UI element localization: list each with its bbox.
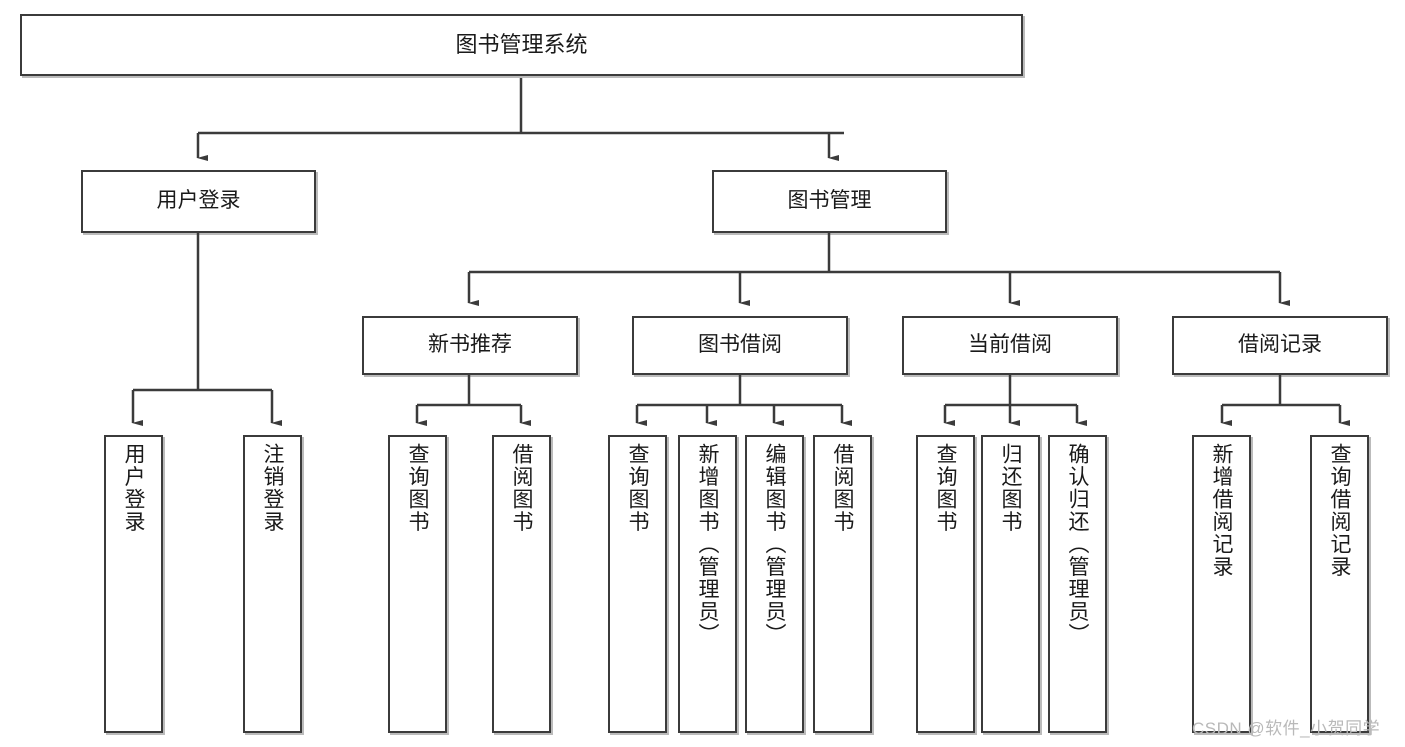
node-user-login-label: 用户登录 — [156, 189, 241, 213]
node-root[interactable]: 图书管理系统 — [20, 14, 1023, 76]
node-leaf-borrow-book-2-label: 借阅图书 — [831, 443, 854, 533]
node-borrow-record-label: 借阅记录 — [1238, 333, 1322, 357]
node-leaf-add-record[interactable]: 新增借阅记录 — [1192, 435, 1251, 733]
node-leaf-query-book-3[interactable]: 查询图书 — [916, 435, 975, 733]
node-leaf-borrow-book-2[interactable]: 借阅图书 — [813, 435, 872, 733]
node-user-login[interactable]: 用户登录 — [81, 170, 316, 233]
node-leaf-query-book-1[interactable]: 查询图书 — [388, 435, 447, 733]
node-leaf-confirm-return-label: 确认归还（管理员） — [1066, 443, 1089, 646]
node-leaf-return-book[interactable]: 归还图书 — [981, 435, 1040, 733]
node-leaf-user-login-label: 用户登录 — [122, 443, 145, 533]
node-book-borrow-label: 图书借阅 — [698, 333, 782, 357]
node-borrow-record[interactable]: 借阅记录 — [1172, 316, 1388, 375]
node-new-book-recommend-label: 新书推荐 — [428, 333, 512, 357]
node-current-borrow[interactable]: 当前借阅 — [902, 316, 1118, 375]
node-leaf-confirm-return[interactable]: 确认归还（管理员） — [1048, 435, 1107, 733]
node-leaf-logout-label: 注销登录 — [261, 443, 284, 533]
node-book-borrow[interactable]: 图书借阅 — [632, 316, 848, 375]
node-leaf-edit-book[interactable]: 编辑图书（管理员） — [745, 435, 804, 733]
csdn-watermark: CSDN @软件_小贺同学 — [1192, 719, 1381, 738]
node-new-book-recommend[interactable]: 新书推荐 — [362, 316, 578, 375]
node-leaf-return-book-label: 归还图书 — [999, 443, 1022, 533]
node-leaf-query-book-3-label: 查询图书 — [934, 443, 957, 533]
node-current-borrow-label: 当前借阅 — [968, 333, 1052, 357]
node-leaf-query-book-2[interactable]: 查询图书 — [608, 435, 667, 733]
node-book-manage[interactable]: 图书管理 — [712, 170, 947, 233]
node-book-manage-label: 图书管理 — [787, 189, 872, 213]
node-leaf-borrow-book-1[interactable]: 借阅图书 — [492, 435, 551, 733]
node-leaf-borrow-book-1-label: 借阅图书 — [510, 443, 533, 533]
node-leaf-user-login[interactable]: 用户登录 — [104, 435, 163, 733]
node-root-label: 图书管理系统 — [455, 32, 588, 58]
node-leaf-add-book-label: 新增图书（管理员） — [696, 443, 719, 646]
node-leaf-add-book[interactable]: 新增图书（管理员） — [678, 435, 737, 733]
node-leaf-query-record-label: 查询借阅记录 — [1328, 443, 1351, 578]
node-leaf-edit-book-label: 编辑图书（管理员） — [763, 443, 786, 646]
node-leaf-add-record-label: 新增借阅记录 — [1210, 443, 1233, 578]
node-leaf-query-record[interactable]: 查询借阅记录 — [1310, 435, 1369, 733]
node-leaf-logout[interactable]: 注销登录 — [243, 435, 302, 733]
node-leaf-query-book-2-label: 查询图书 — [626, 443, 649, 533]
node-leaf-query-book-1-label: 查询图书 — [406, 443, 429, 533]
